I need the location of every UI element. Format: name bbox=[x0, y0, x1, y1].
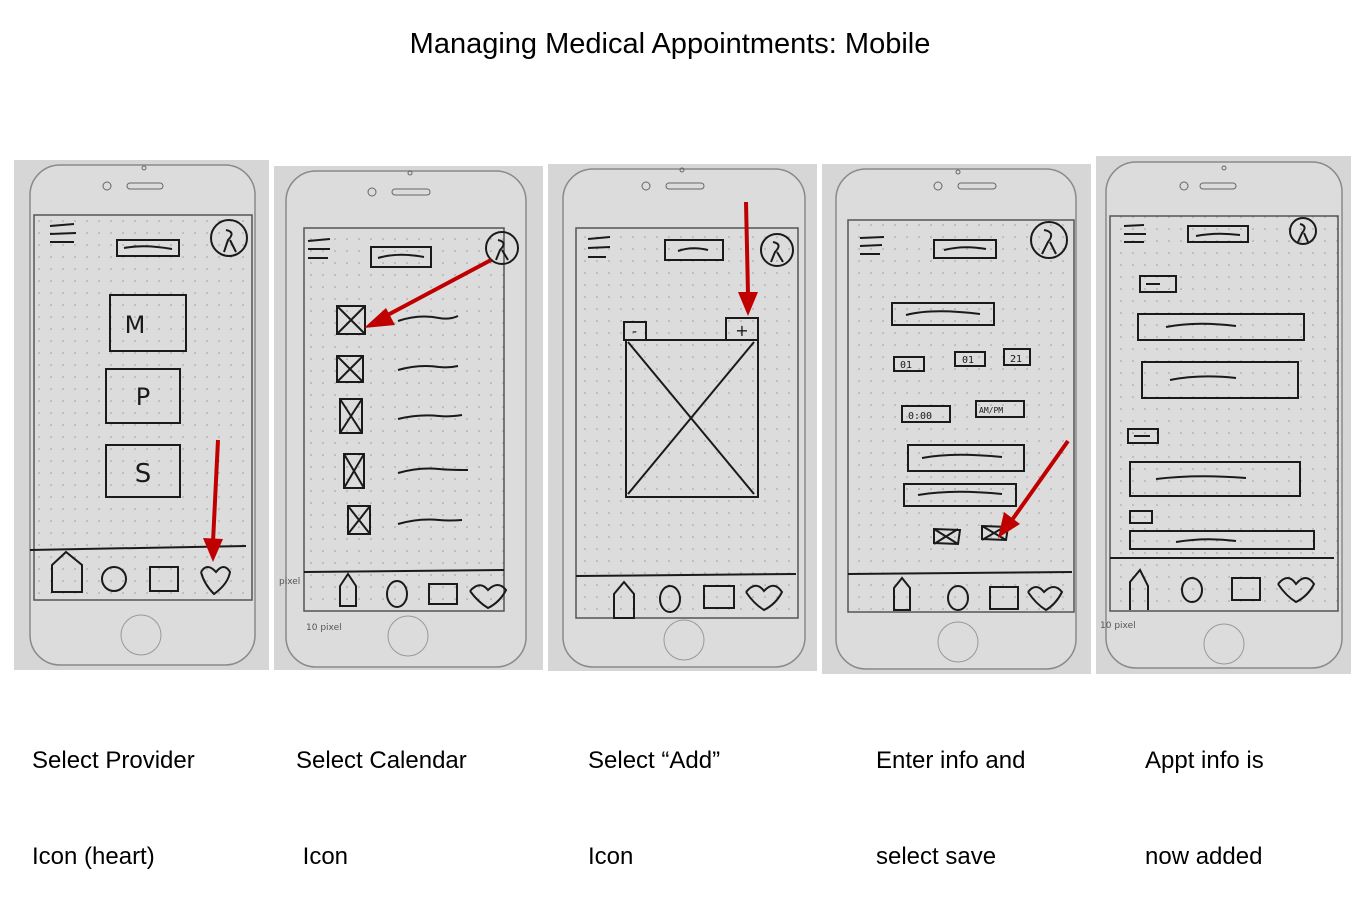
page-title: Managing Medical Appointments: Mobile bbox=[409, 28, 931, 60]
grid-label-10-pixel: 10 pixel bbox=[1100, 621, 1136, 631]
phone-sketch-add: - + bbox=[562, 167, 806, 668]
grid-label-pixel: pixel bbox=[279, 577, 300, 587]
am-pm-toggle: AM/PM bbox=[979, 406, 1003, 415]
sketch-photo-calendar: pixel 10 pixel bbox=[274, 166, 543, 670]
time-field: 0:00 bbox=[908, 411, 932, 422]
caption-line: Select Provider bbox=[32, 747, 195, 774]
grid-label-10-pixel: 10 pixel bbox=[306, 623, 342, 633]
caption-line: Icon (heart) bbox=[32, 843, 155, 870]
sketch-photo-appt-added: 10 pixel bbox=[1096, 156, 1351, 674]
caption-line: Appt info is bbox=[1145, 747, 1264, 774]
caption-appt-added: Appt info is now added bbox=[1145, 681, 1264, 905]
red-arrow-icon bbox=[203, 439, 223, 562]
sketch-photo-provider: M P S bbox=[14, 160, 269, 670]
caption-line: now added bbox=[1145, 843, 1263, 870]
caption-line: Icon bbox=[296, 843, 349, 870]
sketch-photo-add: - + bbox=[548, 164, 817, 671]
caption-enter-info: Enter info and select save bbox=[876, 681, 1025, 905]
caption-line: select save bbox=[876, 843, 997, 870]
caption-calendar: Select Calendar Icon bbox=[296, 681, 467, 905]
minus-icon: - bbox=[632, 324, 637, 340]
red-arrow-icon bbox=[364, 258, 492, 328]
caption-provider: Select Provider Icon (heart) bbox=[32, 681, 195, 905]
sketch-photo-enter-info: 01 01 21 0:00 AM/PM bbox=[822, 164, 1091, 674]
plus-icon: + bbox=[735, 321, 748, 340]
date-day-field: 01 bbox=[962, 355, 974, 366]
phone-sketch-enter-info: 01 01 21 0:00 AM/PM bbox=[835, 168, 1077, 670]
date-month-field: 01 bbox=[900, 360, 912, 371]
red-arrow-icon bbox=[998, 439, 1070, 538]
caption-add: Select “Add” Icon bbox=[588, 681, 720, 905]
caption-line: Icon bbox=[588, 843, 634, 870]
menu-letter-s: S bbox=[135, 459, 152, 489]
red-arrow-icon bbox=[738, 201, 758, 316]
phone-sketch-provider: M P S bbox=[29, 164, 256, 666]
menu-letter-p: P bbox=[136, 383, 150, 411]
phone-sketch-appt-added: 10 pixel bbox=[1100, 161, 1343, 669]
date-year-field: 21 bbox=[1010, 354, 1022, 365]
menu-letter-m: M bbox=[125, 311, 146, 339]
phone-sketch-calendar: pixel 10 pixel bbox=[279, 170, 527, 668]
caption-line: Enter info and bbox=[876, 747, 1026, 774]
caption-line: Select “Add” bbox=[588, 747, 721, 774]
caption-line: Select Calendar bbox=[296, 747, 467, 774]
